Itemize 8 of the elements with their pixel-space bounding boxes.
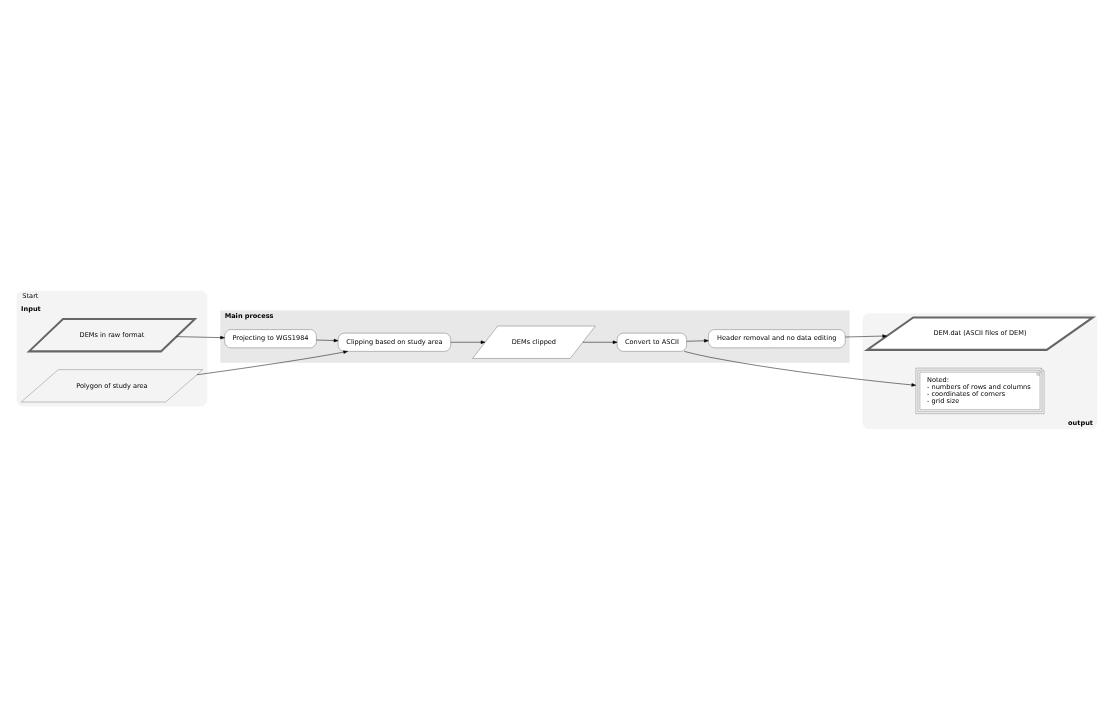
arrow xyxy=(686,339,709,343)
arrow xyxy=(315,338,338,343)
arrow xyxy=(844,334,887,338)
arrow xyxy=(683,351,916,387)
arrow xyxy=(175,335,225,340)
arrow xyxy=(196,350,348,376)
arrow xyxy=(582,340,617,344)
arrow xyxy=(450,340,485,344)
